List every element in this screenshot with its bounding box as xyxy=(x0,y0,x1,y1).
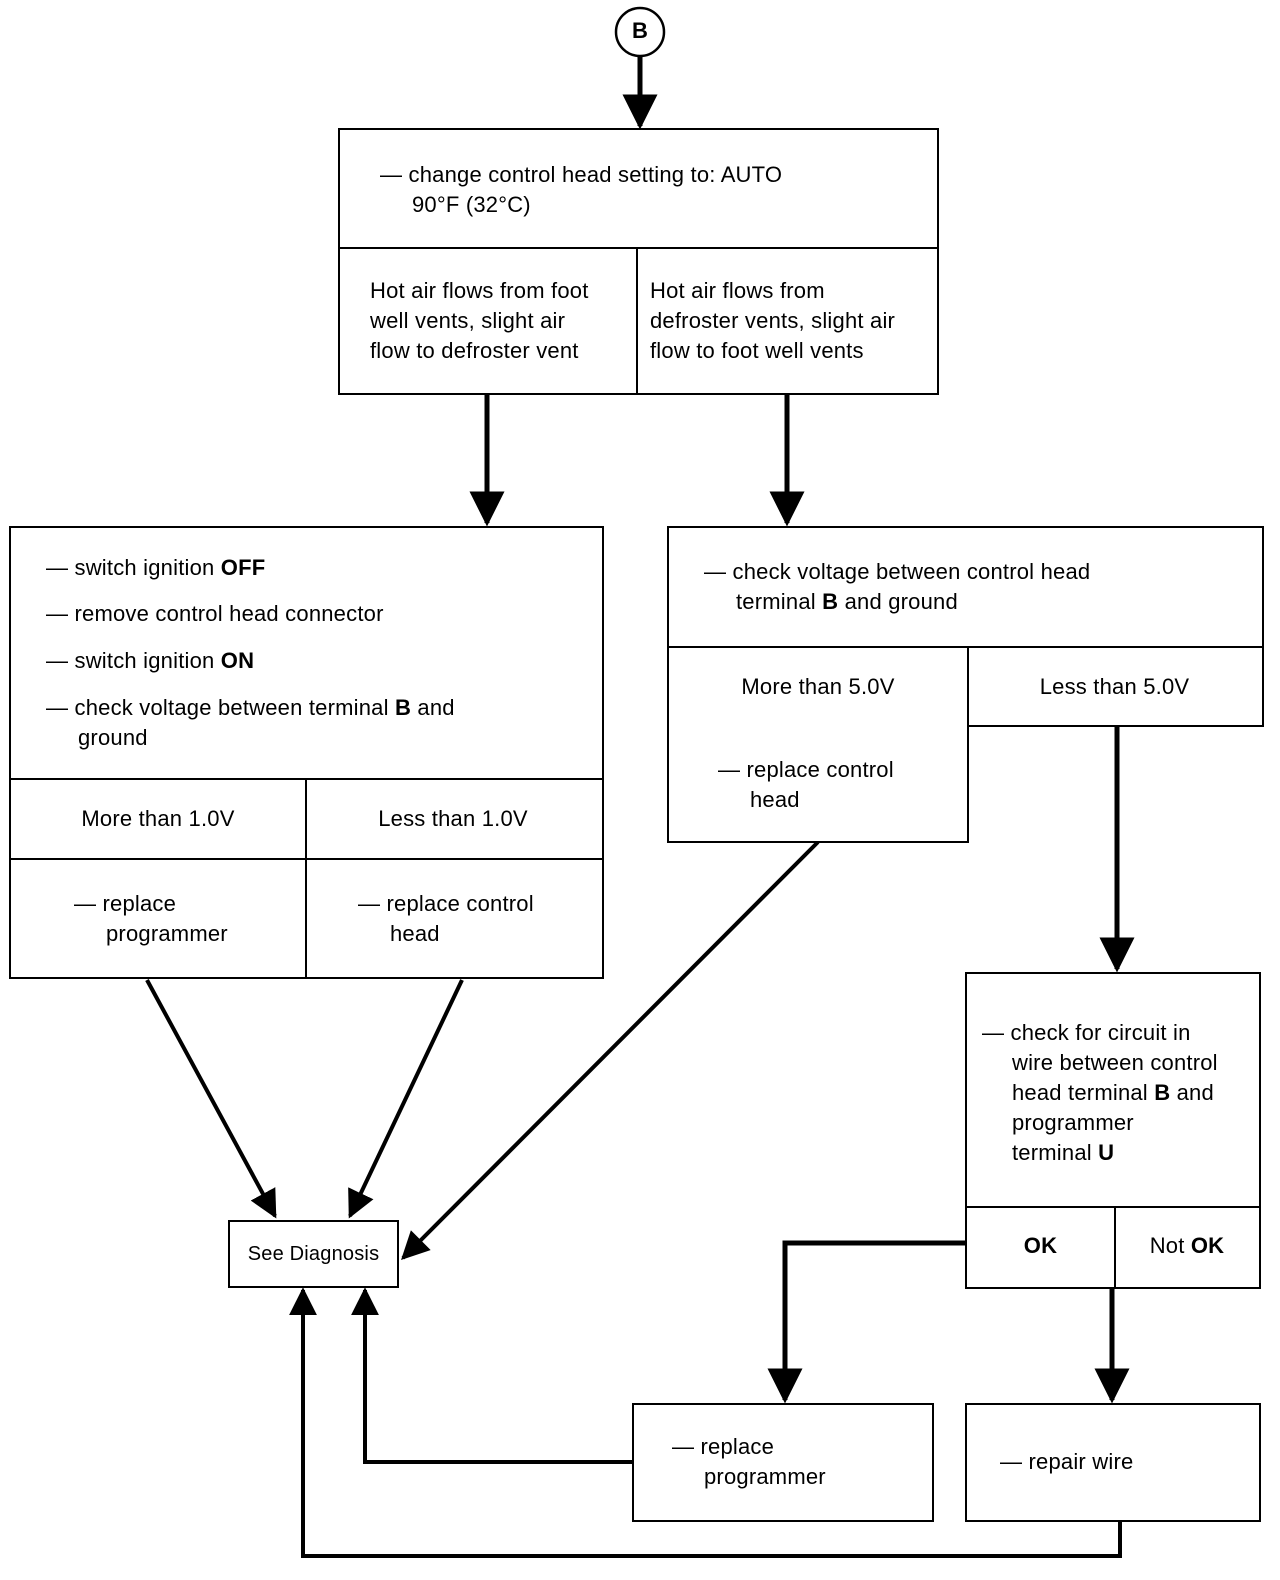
right-replace-control-head-box xyxy=(667,725,969,843)
arrow-control-head-to-diagnosis xyxy=(348,979,464,1219)
circuit-ok: OK xyxy=(1023,1233,1058,1258)
left-action-replace-control-head-1: — replace control xyxy=(358,891,534,916)
left-more-than-1v: More than 1.0V xyxy=(81,806,235,831)
right-step-1: — check voltage between control head xyxy=(704,559,1091,584)
right-action-replace-control-head-1: — replace control xyxy=(718,757,894,782)
left-step-1: — switch ignition OFF xyxy=(46,555,266,580)
arrow-repair-wire-to-diagnosis xyxy=(289,1287,1122,1558)
branch-right-line1: Hot air flows from xyxy=(650,278,825,303)
circuit-check-divider xyxy=(967,1206,1259,1208)
replace-programmer-box xyxy=(632,1403,934,1522)
branch-left-line1: Hot air flows from foot xyxy=(370,278,589,303)
arrow-right-control-head-to-diagnosis xyxy=(401,840,820,1260)
right-action-replace-control-head-2: head xyxy=(750,787,800,812)
circuit-check-box xyxy=(965,972,1261,1289)
replace-programmer-line1: — replace xyxy=(672,1434,775,1459)
left-less-than-1v: Less than 1.0V xyxy=(378,806,528,831)
left-action-replace-programmer-1: — replace xyxy=(74,891,177,916)
circuit-not-ok: Not OK xyxy=(1149,1233,1225,1258)
start-box xyxy=(338,128,939,395)
circuit-line-1: — check for circuit in xyxy=(982,1020,1191,1045)
circuit-line-2: wire between control xyxy=(1012,1050,1218,1075)
arrow-ok-to-replace-programmer xyxy=(767,1240,965,1404)
right-check-vdivider xyxy=(967,646,969,725)
circuit-line-3: head terminal B and xyxy=(1012,1080,1214,1105)
left-step-3: — switch ignition ON xyxy=(46,648,255,673)
repair-wire-box xyxy=(965,1403,1261,1522)
branch-right-line3: flow to foot well vents xyxy=(650,338,864,363)
circuit-line-4: programmer xyxy=(1012,1110,1134,1135)
repair-wire-line1: — repair wire xyxy=(1000,1449,1134,1474)
left-action-replace-programmer-2: programmer xyxy=(106,921,228,946)
start-branch-divider xyxy=(636,247,638,393)
start-instruction-line2: 90°F (32°C) xyxy=(412,192,531,217)
arrow-replace-programmer-to-diagnosis xyxy=(351,1287,632,1464)
see-diagnosis-label: See Diagnosis xyxy=(247,1243,380,1265)
right-check-box xyxy=(667,526,1264,727)
connector-label: B xyxy=(631,18,649,43)
circuit-line-5: terminal U xyxy=(1012,1140,1115,1165)
right-more-than-5v: More than 5.0V xyxy=(741,674,895,699)
branch-left-line3: flow to defroster vent xyxy=(370,338,579,363)
left-check-vdivider xyxy=(305,778,307,977)
arrow-programmer-to-diagnosis xyxy=(145,979,277,1219)
left-check-box xyxy=(9,526,604,979)
circuit-check-vdivider xyxy=(1114,1206,1116,1287)
right-step-1-cont: terminal B and ground xyxy=(736,589,958,614)
branch-right-line2: defroster vents, slight air xyxy=(650,308,896,333)
see-diagnosis-box xyxy=(228,1220,399,1288)
branch-left-line2: well vents, slight air xyxy=(370,308,566,333)
start-instruction-line1: — change control head setting to: AUTO xyxy=(380,162,783,187)
replace-programmer-line2: programmer xyxy=(704,1464,826,1489)
left-action-replace-control-head-2: head xyxy=(390,921,440,946)
left-step-4: — check voltage between terminal B and xyxy=(46,695,455,720)
left-step-2: — remove control head connector xyxy=(46,601,384,626)
right-check-divider xyxy=(669,646,1262,648)
left-step-4-cont: ground xyxy=(78,725,148,750)
start-divider xyxy=(340,247,937,249)
right-less-than-5v: Less than 5.0V xyxy=(1039,674,1190,699)
